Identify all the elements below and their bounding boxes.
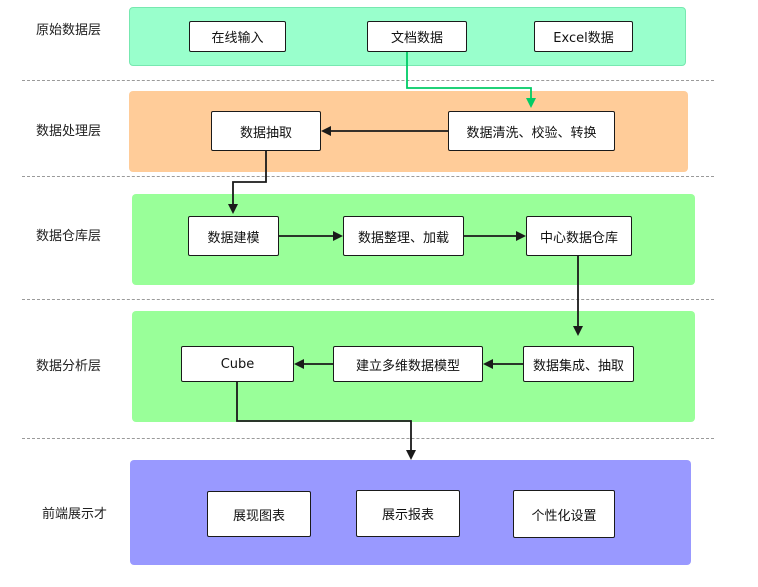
data-modeling-box: 数据建模 (188, 216, 279, 256)
excel-data-box: Excel数据 (534, 21, 633, 52)
data-warehouse-layer-label: 数据仓库层 (36, 229, 102, 244)
layer-divider (22, 438, 714, 439)
data-processing-layer-label: 数据处理层 (36, 124, 102, 139)
layer-divider (22, 80, 714, 81)
display-reports-box: 展示报表 (356, 490, 460, 537)
online-input-box: 在线输入 (189, 21, 286, 52)
connector-cube-to-frontend (236, 382, 416, 460)
connector-docs-to-clean (406, 52, 536, 108)
data-organize-load-box: 数据整理、加载 (343, 216, 464, 256)
data-integration-box: 数据集成、抽取 (523, 346, 634, 382)
multidimensional-model-box: 建立多维数据模型 (333, 346, 483, 382)
personalization-settings-box: 个性化设置 (513, 490, 615, 538)
layer-divider (22, 176, 714, 177)
data-extraction-box: 数据抽取 (211, 111, 321, 151)
document-data-box: 文档数据 (367, 21, 467, 52)
display-charts-box: 展现图表 (207, 491, 311, 537)
central-data-warehouse-box: 中心数据仓库 (526, 216, 632, 256)
cube-box: Cube (181, 346, 294, 382)
connector-extract-to-modeling (228, 151, 267, 214)
frontend-layer-label: 前端展示才 (42, 507, 108, 522)
raw-data-layer-label: 原始数据层 (36, 23, 102, 38)
layer-divider (22, 299, 714, 300)
data-cleaning-box: 数据清洗、校验、转换 (448, 111, 615, 151)
data-analysis-layer-label: 数据分析层 (36, 359, 102, 374)
